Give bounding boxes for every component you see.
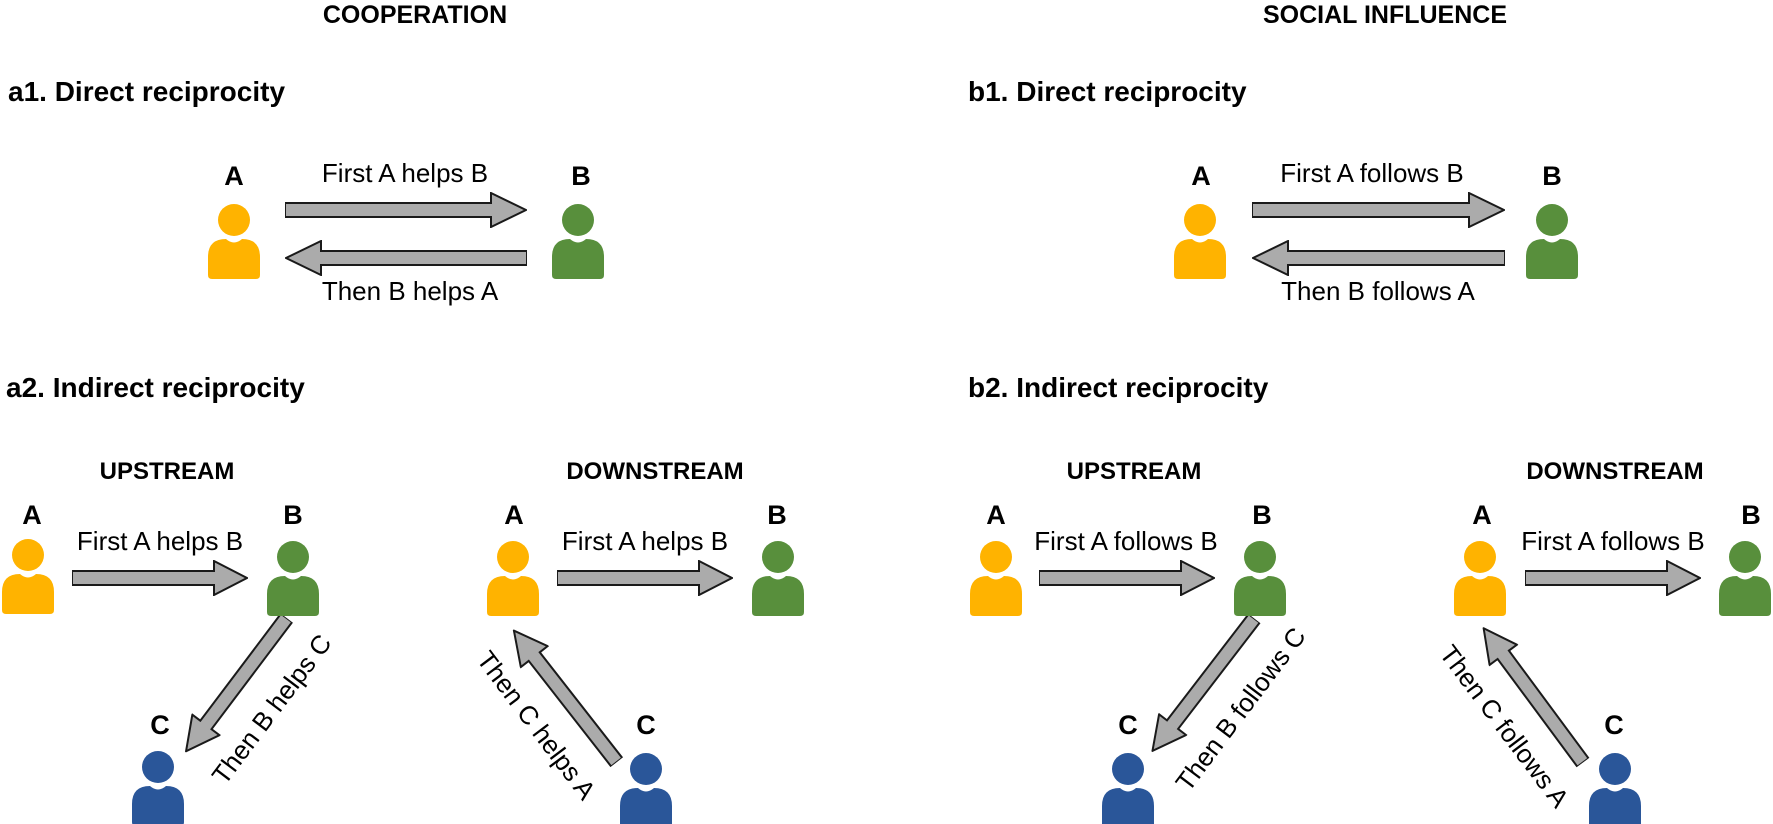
b1-arrow-a-to-b [1252, 192, 1505, 228]
a2-upstream-arrow-a-to-b [72, 560, 248, 596]
b2-downstream-label-a: A [1472, 500, 1492, 530]
b2-upstream-arrow-a-to-b [1039, 560, 1215, 596]
b2-upstream-title: UPSTREAM [1066, 458, 1202, 485]
a1-arrow-forward-label: First A helps B [321, 158, 489, 188]
a1-label-a: A [224, 161, 244, 191]
b2-downstream-label-c: C [1604, 710, 1624, 740]
a2-downstream-label-c: C [636, 710, 656, 740]
a2-upstream-arrow-b-to-c [171, 607, 301, 763]
b1-person-b-icon [1522, 203, 1582, 279]
b1-label-b: B [1542, 161, 1562, 191]
b2-downstream-title: DOWNSTREAM [1526, 458, 1704, 485]
a2-downstream-title: DOWNSTREAM [566, 458, 744, 485]
b2-downstream-person-b-icon [1715, 540, 1773, 616]
b2-downstream-person-c-icon [1585, 752, 1645, 824]
a2-upstream-person-b-icon [263, 540, 323, 616]
b2-upstream-person-b-icon [1230, 540, 1290, 616]
b2-upstream-label-b: B [1252, 500, 1272, 530]
cooperation-title: COOPERATION [322, 1, 508, 29]
a1-arrow-back-label: Then B helps A [321, 276, 499, 306]
a1-label-b: B [571, 161, 591, 191]
a2-downstream-label-a: A [504, 500, 524, 530]
b2-upstream-person-c-icon [1098, 752, 1158, 824]
b2-downstream-label-b: B [1741, 500, 1761, 530]
a2-upstream-person-c-icon [128, 750, 188, 824]
panel-a2-heading: a2. Indirect reciprocity [6, 372, 305, 403]
a2-downstream-arrow-a-to-b [557, 560, 733, 596]
b2-upstream-label-c: C [1118, 710, 1138, 740]
b1-arrow-forward-label: First A follows B [1280, 158, 1464, 188]
a2-upstream-person-a-icon [0, 538, 58, 614]
a2-downstream-person-a-icon [483, 540, 543, 616]
b2-upstream-label-a: A [986, 500, 1006, 530]
a2-upstream-title: UPSTREAM [99, 458, 235, 485]
a2-upstream-label-c: C [150, 710, 170, 740]
a2-downstream-label-b: B [767, 500, 787, 530]
panel-b1-heading: b1. Direct reciprocity [968, 76, 1247, 107]
a1-person-a-icon [204, 203, 264, 279]
b2-upstream-arrow-b-to-c [1138, 607, 1269, 762]
a1-person-b-icon [548, 203, 608, 279]
a2-downstream-person-b-icon [748, 540, 808, 616]
b1-arrow-b-to-a [1252, 240, 1505, 276]
a1-arrow-b-to-a [285, 240, 527, 276]
a2-upstream-arrow1-label: First A helps B [76, 526, 244, 556]
b1-arrow-back-label: Then B follows A [1281, 276, 1475, 306]
b2-upstream-person-a-icon [966, 540, 1026, 616]
a2-downstream-arrow-c-to-a [499, 619, 631, 774]
a2-upstream-label-a: A [22, 500, 42, 530]
a2-upstream-label-b: B [283, 500, 303, 530]
panel-a1-heading: a1. Direct reciprocity [8, 76, 286, 107]
b2-downstream-arrow-c-to-a [1469, 617, 1598, 773]
b2-downstream-person-a-icon [1450, 540, 1510, 616]
b2-downstream-arrow1-label: First A follows B [1521, 526, 1705, 556]
b2-downstream-arrow-a-to-b [1525, 560, 1701, 596]
b1-label-a: A [1191, 161, 1211, 191]
a1-arrow-a-to-b [285, 192, 527, 228]
panel-b2-heading: b2. Indirect reciprocity [968, 372, 1269, 403]
b2-upstream-arrow1-label: First A follows B [1034, 526, 1218, 556]
social-influence-title: SOCIAL INFLUENCE [1263, 1, 1507, 29]
a2-downstream-arrow1-label: First A helps B [561, 526, 729, 556]
a2-downstream-person-c-icon [616, 752, 676, 824]
b1-person-a-icon [1170, 203, 1230, 279]
